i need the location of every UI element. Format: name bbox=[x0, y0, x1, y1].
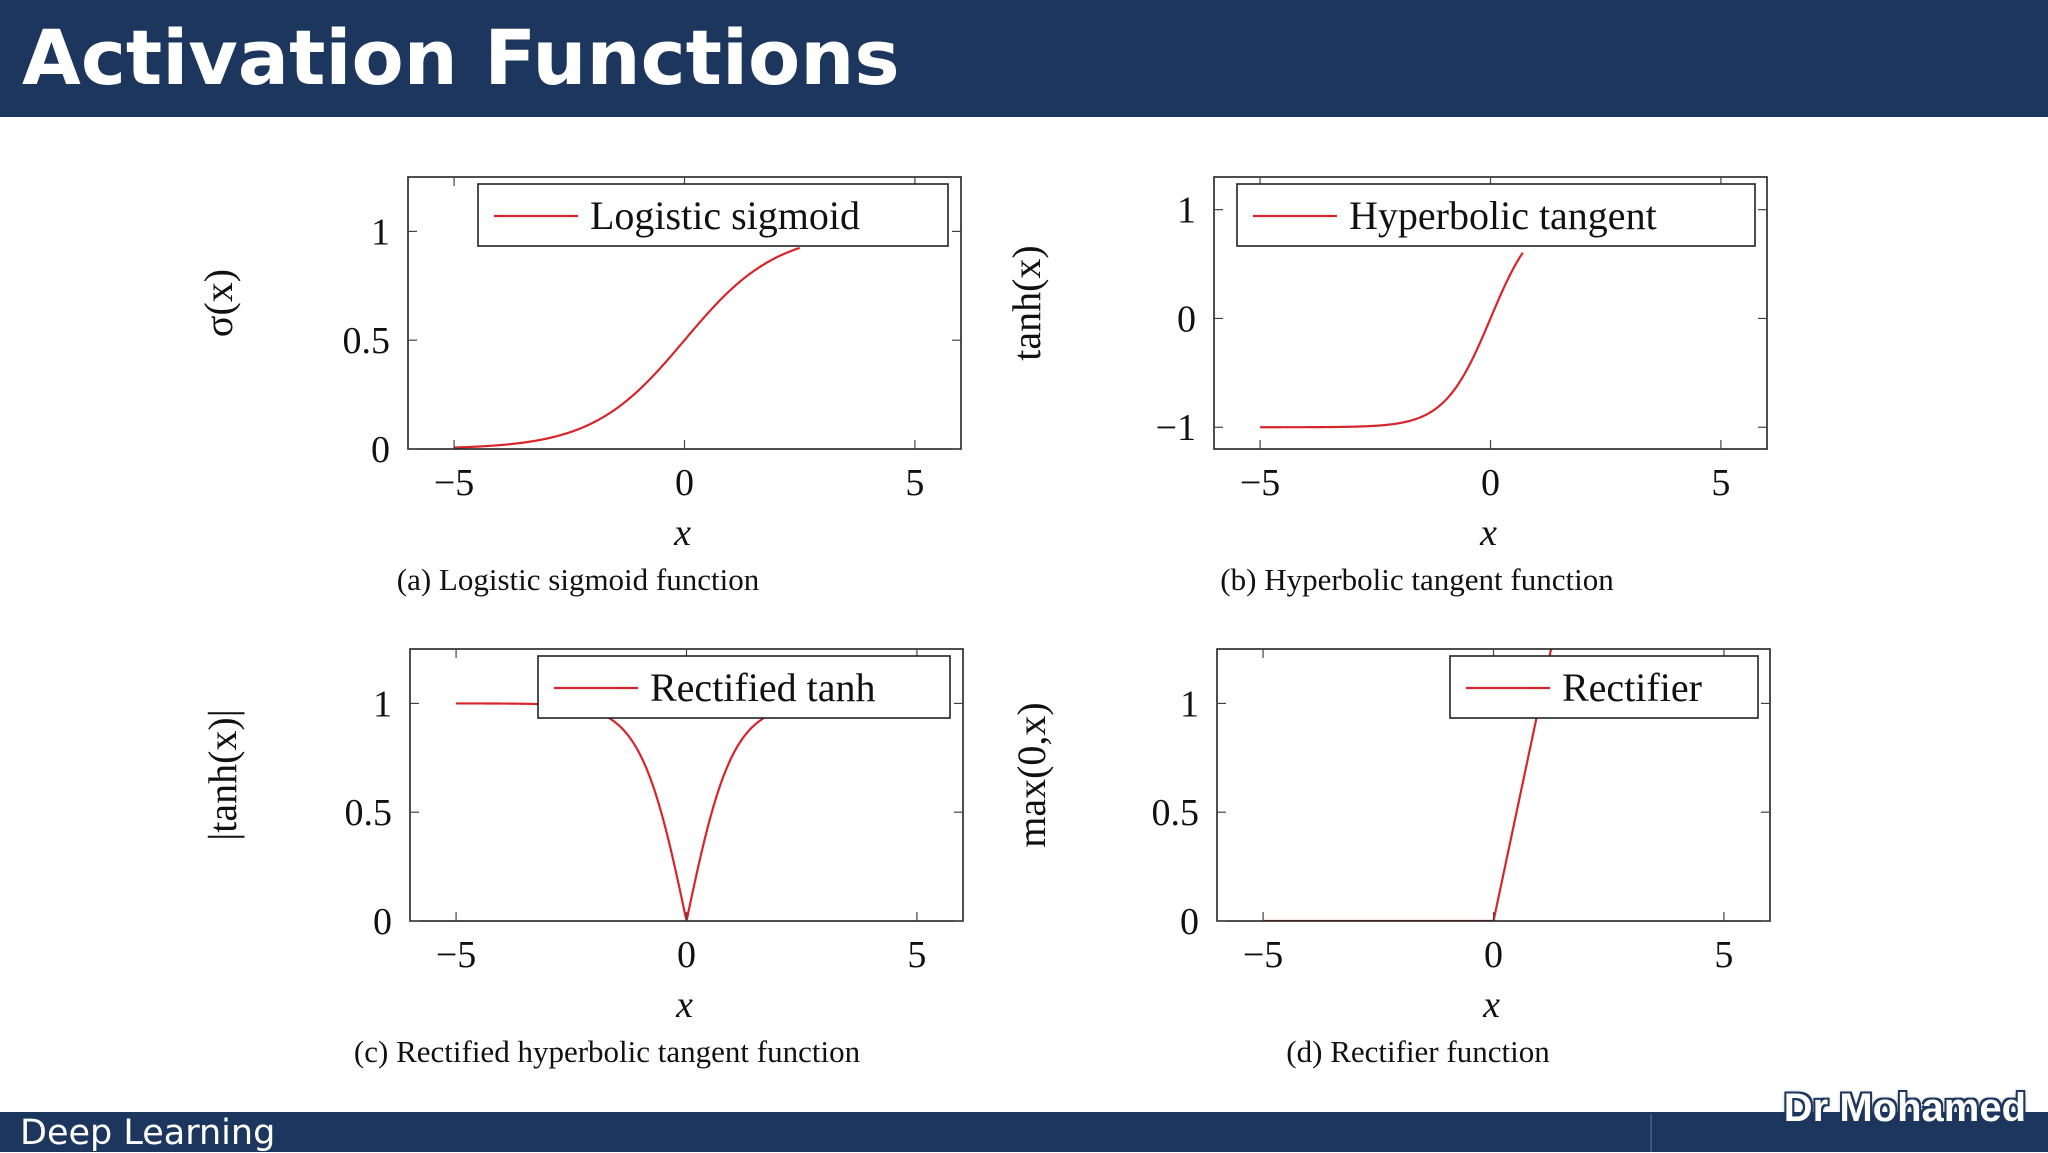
chart-panel-2: −5 0 5 −1 0 1 x tanh(x) Hyperbolic tangent (b) Hy… bbox=[1004, 176, 1768, 597]
y-tick-label: 0.5 bbox=[1152, 792, 1200, 834]
series-line bbox=[456, 702, 780, 921]
y-tick-label: 0 bbox=[1177, 298, 1196, 340]
x-tick-label: 0 bbox=[1484, 934, 1503, 976]
footer-divider bbox=[1650, 1114, 1652, 1152]
y-tick-label: 0 bbox=[1180, 901, 1199, 943]
slide-title: Activation Functions bbox=[22, 13, 900, 102]
x-axis-label: x bbox=[1482, 984, 1500, 1026]
header-bar bbox=[0, 0, 2048, 117]
x-tick-label: 5 bbox=[907, 934, 926, 976]
legend-label: Logistic sigmoid bbox=[590, 193, 860, 238]
legend-label: Rectified tanh bbox=[650, 665, 875, 710]
x-axis-label: x bbox=[675, 984, 693, 1026]
y-axis-label: max(0,x) bbox=[1009, 702, 1054, 848]
x-tick-label: −5 bbox=[434, 462, 474, 504]
series-line bbox=[1263, 649, 1553, 921]
author-name: Dr Mohamed bbox=[1783, 1086, 2026, 1130]
x-tick-label: −5 bbox=[1243, 934, 1283, 976]
y-tick-label: 0 bbox=[373, 901, 392, 943]
x-tick-label: 5 bbox=[1711, 462, 1730, 504]
x-tick-label: 5 bbox=[905, 462, 924, 504]
x-tick-label: 5 bbox=[1714, 934, 1733, 976]
y-tick-label: 0 bbox=[371, 429, 390, 471]
series-line bbox=[1260, 252, 1524, 429]
y-tick-label: 0.5 bbox=[343, 320, 391, 362]
y-tick-label: 1 bbox=[1177, 190, 1196, 232]
x-tick-label: 0 bbox=[675, 462, 694, 504]
chart-panel-1: −5 0 5 0 0.5 1 x σ(x) Logistic sigmoid (a) Logist… bbox=[196, 176, 962, 597]
y-tick-label: 1 bbox=[1180, 683, 1199, 725]
x-tick-label: 0 bbox=[1481, 462, 1500, 504]
chart-panel-3: −5 0 5 0 0.5 1 x |tanh(x)| Rectified tanh (c) Rec… bbox=[200, 648, 964, 1069]
x-tick-label: 0 bbox=[677, 934, 696, 976]
x-tick-label: −5 bbox=[1240, 462, 1280, 504]
legend-label: Rectifier bbox=[1562, 665, 1702, 710]
x-axis-label: x bbox=[673, 512, 691, 554]
y-tick-label: −1 bbox=[1156, 407, 1196, 449]
y-axis-label: tanh(x) bbox=[1004, 245, 1049, 361]
legend-label: Hyperbolic tangent bbox=[1349, 193, 1657, 238]
x-axis-label: x bbox=[1479, 512, 1497, 554]
chart-caption: (a) Logistic sigmoid function bbox=[397, 562, 760, 597]
chart-caption: (d) Rectifier function bbox=[1286, 1034, 1550, 1069]
y-axis-label: σ(x) bbox=[196, 269, 241, 337]
chart-caption: (c) Rectified hyperbolic tangent functio… bbox=[354, 1034, 861, 1069]
y-tick-label: 1 bbox=[373, 683, 392, 725]
y-tick-label: 1 bbox=[371, 211, 390, 253]
y-axis-label: |tanh(x)| bbox=[200, 709, 245, 841]
chart-caption: (b) Hyperbolic tangent function bbox=[1220, 562, 1614, 597]
footer-bar bbox=[0, 1112, 2048, 1152]
y-tick-label: 0.5 bbox=[345, 792, 393, 834]
footer-course-label: Deep Learning bbox=[20, 1113, 276, 1153]
chart-panel-4: −5 0 5 0 0.5 1 x max(0,x) Rectifier (d) Rectifier… bbox=[1009, 648, 1771, 1069]
series-line bbox=[454, 246, 801, 449]
x-tick-label: −5 bbox=[436, 934, 476, 976]
